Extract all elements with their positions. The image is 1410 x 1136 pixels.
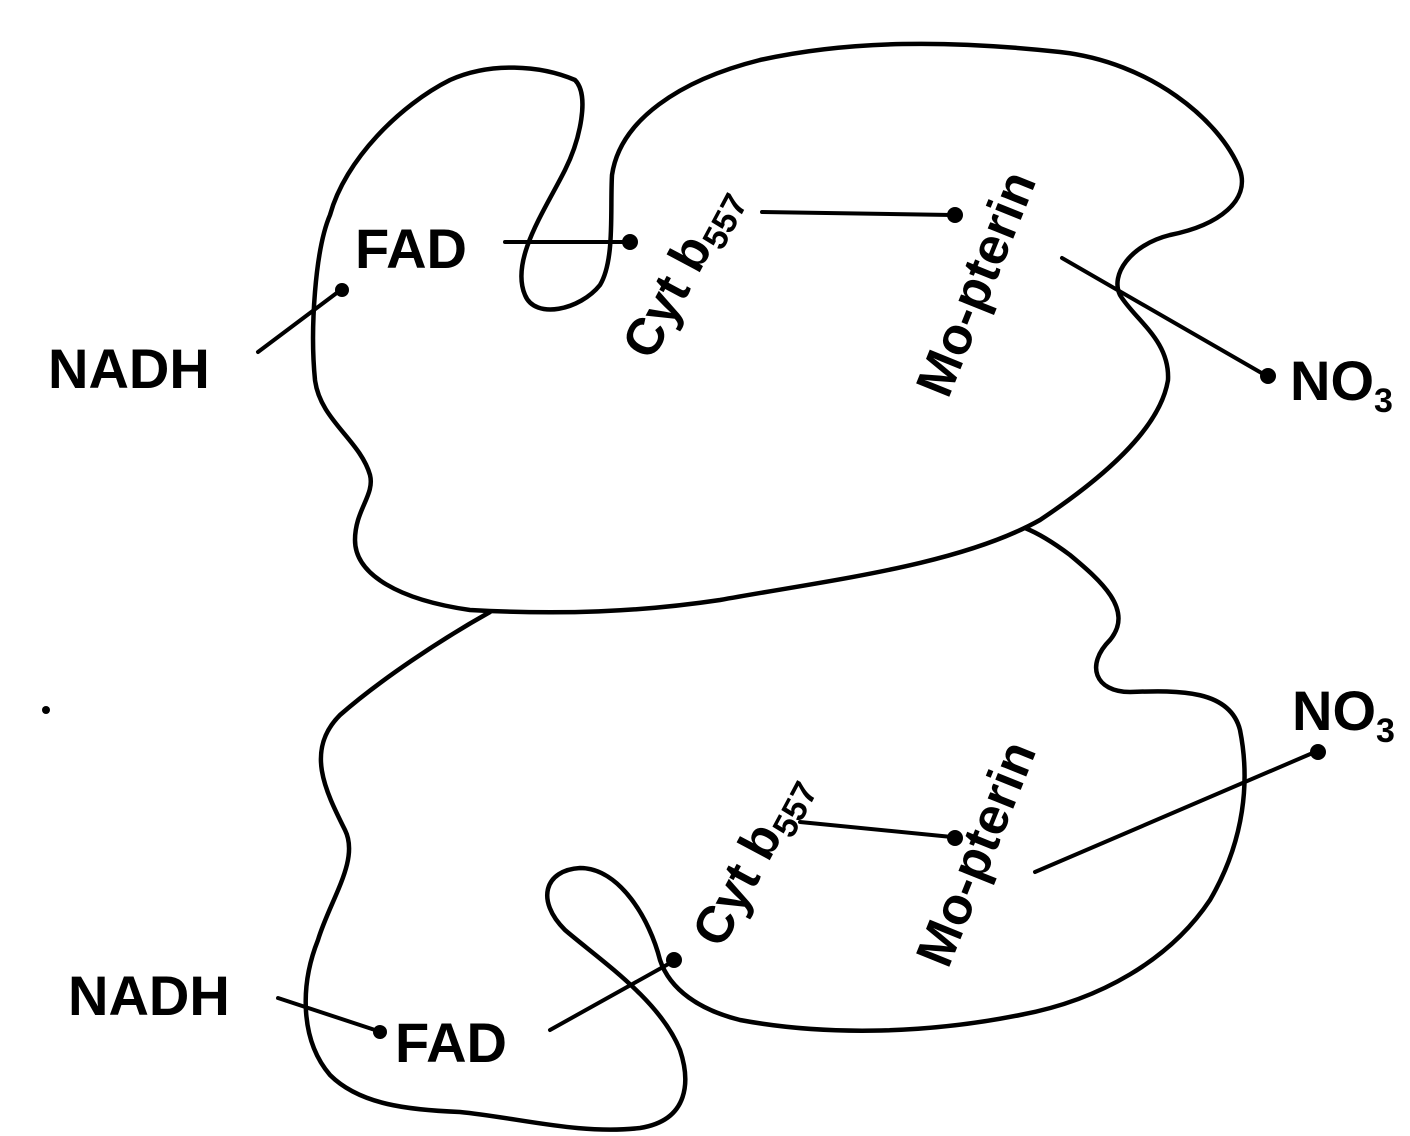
bottom-arrowhead-cyt	[666, 952, 682, 968]
top-arrow-nadh-to-fad	[258, 292, 338, 352]
bottom-arrowhead-fad	[373, 1025, 387, 1039]
top-no3-sub: 3	[1374, 382, 1393, 420]
bottom-arrow-mo-to-no3	[1035, 752, 1315, 872]
top-arrowhead-no3	[1260, 368, 1276, 384]
bottom-arrow-cyt-to-mo	[800, 822, 952, 837]
bottom-no3-main: NO	[1292, 679, 1376, 742]
top-arrow-cyt-to-mo	[762, 212, 952, 215]
bottom-mo-pterin-label: Mo-pterin	[905, 733, 1047, 974]
top-arrowhead-cyt	[622, 234, 638, 250]
top-mo-pterin-label: Mo-pterin	[905, 163, 1047, 404]
top-no3-main: NO	[1290, 349, 1374, 412]
top-fad-label: FAD	[355, 217, 467, 280]
top-nadh-label: NADH	[48, 337, 210, 400]
bottom-arrowhead-no3	[1310, 744, 1326, 760]
bottom-cyt-label: Cyt b557	[681, 764, 825, 959]
stray-dot	[42, 706, 50, 714]
top-subunit-outline	[313, 44, 1242, 613]
bottom-cyt-prefix: Cyt b	[681, 814, 793, 956]
top-arrowhead-mo	[947, 207, 963, 223]
bottom-no3-label: NO3	[1292, 679, 1395, 750]
bottom-nadh-label: NADH	[68, 964, 230, 1027]
top-arrowhead-fad	[335, 283, 349, 297]
bottom-fad-label: FAD	[395, 1011, 507, 1074]
bottom-no3-sub: 3	[1376, 712, 1395, 750]
top-no3-label: NO3	[1290, 349, 1393, 420]
bottom-arrow-fad-to-cyt	[550, 962, 672, 1030]
top-cyt-label: Cyt b557	[611, 176, 755, 371]
bottom-arrow-nadh-to-fad	[278, 998, 375, 1030]
